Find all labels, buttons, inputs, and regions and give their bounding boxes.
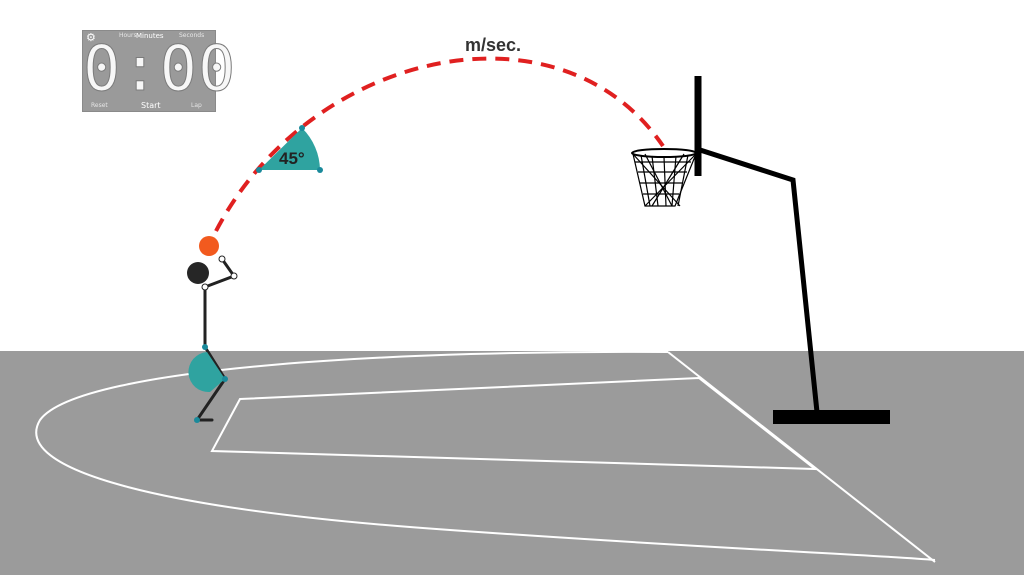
joint-hip[interactable] bbox=[202, 344, 208, 350]
player-arm bbox=[205, 259, 234, 287]
launch-angle-indicator: 45° bbox=[256, 125, 323, 173]
court-floor bbox=[0, 351, 1024, 575]
launch-angle-label: 45° bbox=[279, 149, 305, 168]
player-head bbox=[187, 262, 209, 284]
reset-button[interactable]: Reset bbox=[91, 101, 108, 110]
speed-label: m/sec. bbox=[465, 35, 521, 55]
angle-handle-left[interactable] bbox=[256, 167, 262, 173]
net bbox=[633, 154, 696, 206]
shot-trajectory bbox=[216, 59, 663, 231]
joint-wrist[interactable] bbox=[219, 256, 225, 262]
timer-display: 0:00 bbox=[83, 37, 215, 101]
angle-handle-top[interactable] bbox=[299, 125, 305, 131]
stopwatch-widget: ⚙ Hours Minutes Seconds 0:00 Reset Start… bbox=[82, 30, 216, 112]
joint-knee[interactable] bbox=[222, 376, 228, 382]
angle-handle-right[interactable] bbox=[317, 167, 323, 173]
joint-shoulder[interactable] bbox=[202, 284, 208, 290]
hoop-base bbox=[773, 410, 890, 424]
lap-button[interactable]: Lap bbox=[191, 101, 202, 110]
start-button[interactable]: Start bbox=[141, 101, 161, 110]
joint-elbow[interactable] bbox=[231, 273, 237, 279]
basketball[interactable] bbox=[199, 236, 219, 256]
joint-ankle[interactable] bbox=[194, 417, 200, 423]
